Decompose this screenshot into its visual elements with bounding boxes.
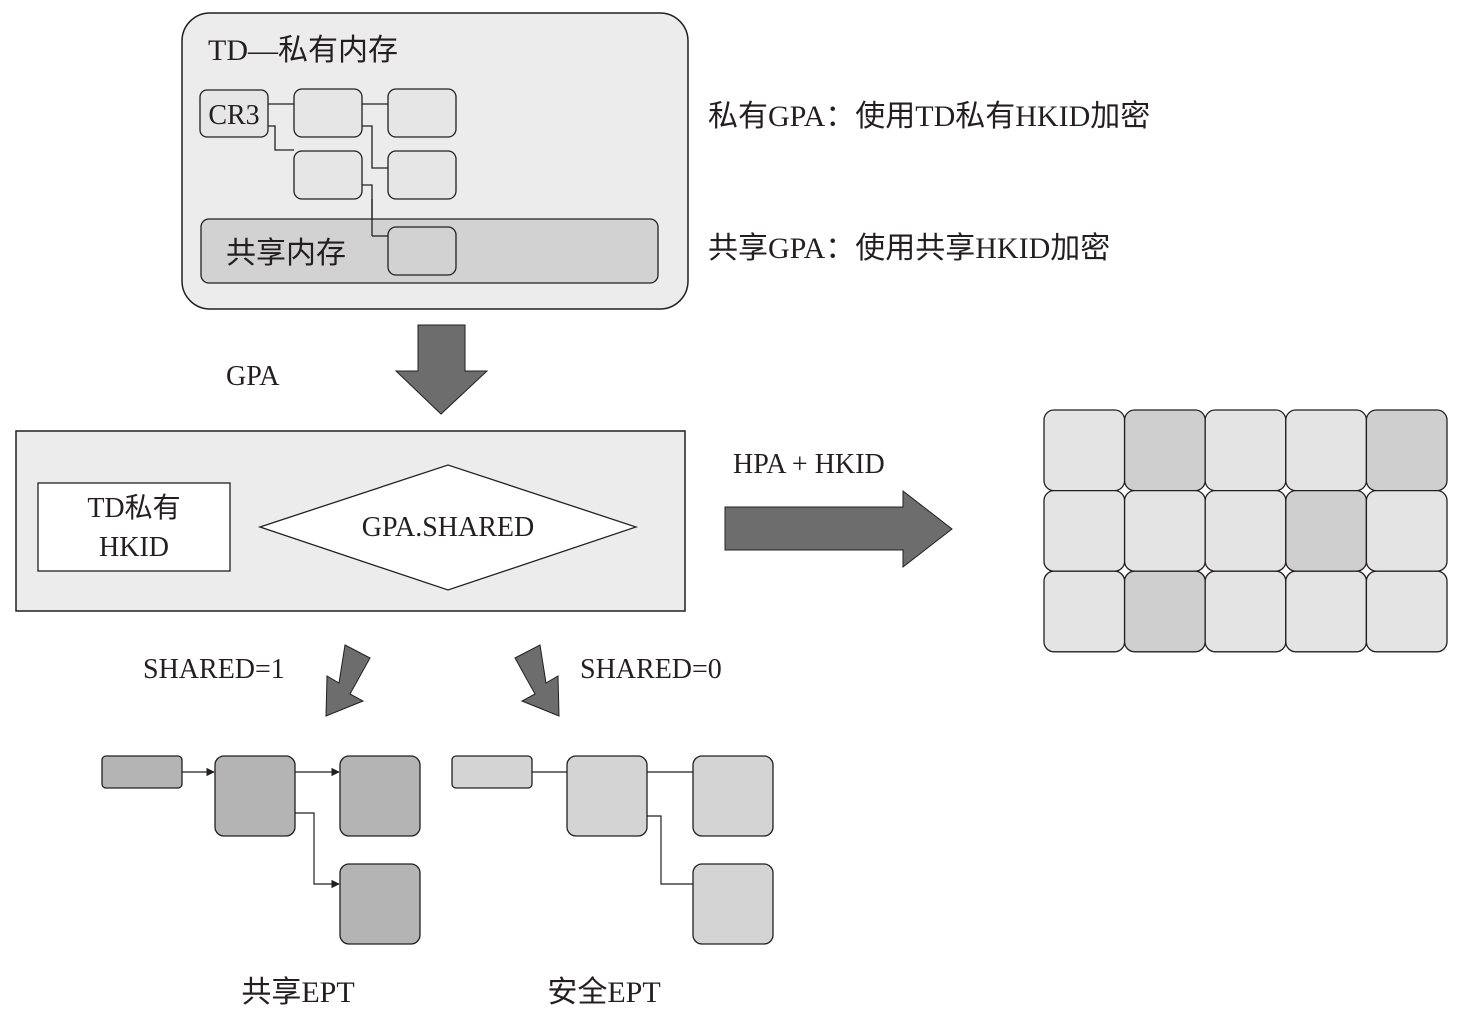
memory-page-cell [1365,570,1448,653]
hpa-hkid-label: HPA + HKID [733,449,885,480]
page-table-node [293,150,363,200]
private-gpa-annotation: 私有GPA：使用TD私有HKID加密 [708,100,1150,133]
memory-page-cell [1043,570,1126,653]
memory-page-cell [1285,489,1368,572]
shared-memory-label: 共享内存 [226,237,346,270]
shared-ept-caption: 共享EPT [241,976,354,1009]
shared-page-node [387,226,457,276]
shared-ept-node [339,755,421,837]
secure-ept-node [692,863,774,945]
shared-branch-label: SHARED=1 [143,654,285,685]
memory-page-cell [1123,489,1206,572]
decision-label: GPA.SHARED [362,512,534,543]
cr3-box [199,89,269,138]
gpa-arrow-label: GPA [226,361,280,392]
memory-page-cell [1204,570,1287,653]
page-table-node [293,88,363,138]
page-table-node [387,150,457,200]
td-private-memory-panel: TD—私有内存 CR3 共享内存 [181,12,689,310]
memory-page-cell [1123,409,1206,492]
memory-page-cell [1204,409,1287,492]
hpa-hkid-arrow [724,489,953,569]
physical-memory-grid [1043,409,1448,653]
secure-ept-node [692,755,774,837]
shared-ept-tree [101,755,421,945]
memory-page-cell [1285,570,1368,653]
td-private-hkid-box [37,482,231,572]
memory-page-cell [1365,409,1448,492]
memory-page-cell [1285,409,1368,492]
secure-eptp-box [451,755,533,789]
shared-ept-node [214,755,296,837]
shared-eptp-box [101,755,183,789]
memory-page-cell [1204,489,1287,572]
memory-page-cell [1043,489,1126,572]
private-branch-label: SHARED=0 [580,654,722,685]
cr3-label: CR3 [208,100,259,131]
page-table-node [387,88,457,138]
hkid-box-line1: TD私有 [87,492,180,524]
private-branch-arrow [514,644,560,717]
shared-gpa-annotation: 共享GPA：使用共享HKID加密 [708,232,1110,265]
secure-ept-caption: 安全EPT [547,976,660,1009]
secure-ept-tree [451,755,774,945]
gpa-down-arrow [394,324,489,415]
secure-ept-node [566,755,648,837]
gpa-shared-decision-diamond [257,464,639,591]
hkid-box-line2: HKID [99,532,169,563]
memory-page-cell [1043,409,1126,492]
gpa-translation-box: TD私有 HKID GPA.SHARED [15,430,686,612]
td-private-memory-title: TD—私有内存 [208,34,398,67]
memory-page-cell [1365,489,1448,572]
shared-branch-arrow [325,644,371,717]
memory-page-cell [1123,570,1206,653]
shared-ept-node [339,863,421,945]
